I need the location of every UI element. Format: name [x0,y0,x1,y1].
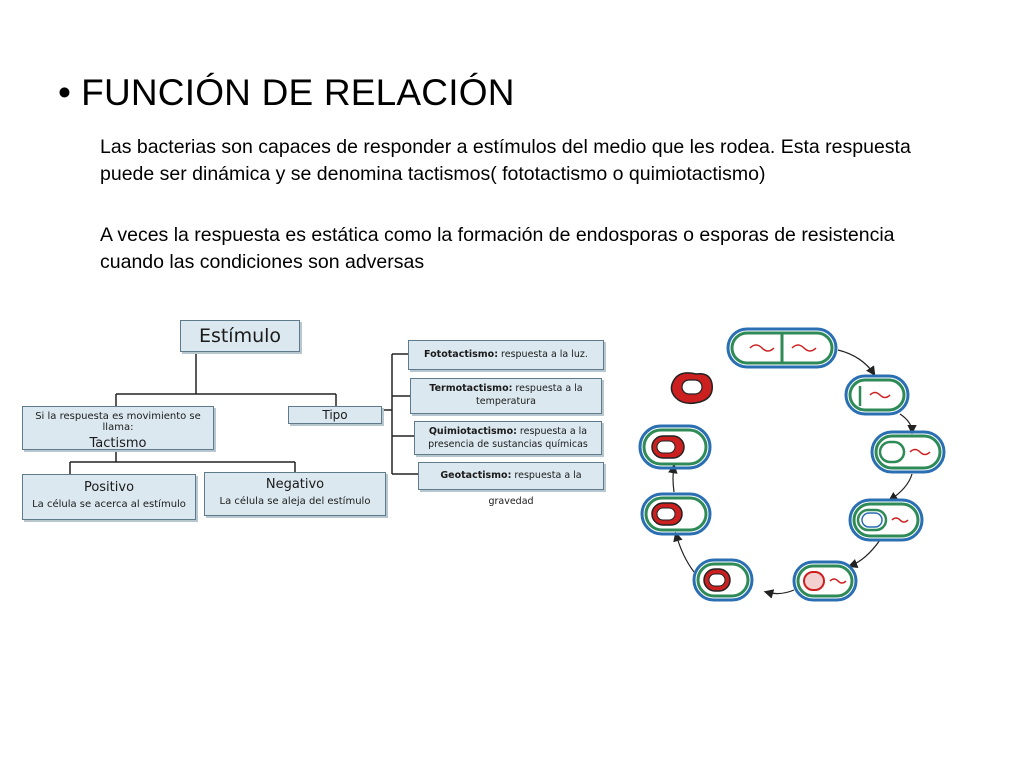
fototactismo-term: Fototactismo: [424,349,499,360]
cycle-arrow-6 [673,531,695,573]
geotactismo-term: Geotactismo: [440,470,512,481]
cell-stage-4 [848,498,924,542]
cycle-arrow-2 [899,413,917,435]
paragraph-endosporas: A veces la respuesta es estática como la… [100,224,895,273]
cell-stage-7 [640,492,712,536]
fototactismo-box: Fototactismo: respuesta a la luz. [408,340,604,370]
termotactismo-box: Termotactismo: respuesta a la temperatur… [410,378,602,414]
geotactismo-box: Geotactismo: respuesta a la gravedad [418,462,604,507]
quimiotactismo-box: Quimiotactismo: respuesta a la presencia… [414,421,602,455]
quimiotactismo-desc: respuesta a la presencia de sustancias q… [428,426,588,450]
quimiotactismo-term: Quimiotactismo: [428,426,517,437]
termotactismo-desc: respuesta a la temperatura [476,383,583,407]
slide-title: •FUNCIÓN DE RELACIÓN [58,72,515,114]
cycle-arrow-7 [668,463,678,493]
tipo-label: Tipo [322,408,348,422]
termotactismo-term: Termotactismo: [429,383,513,394]
tactismo-box: Si la respuesta es movimiento se llama: … [22,406,214,451]
paragraph-tactismos: Las bacterias son capaces de responder a… [100,136,911,185]
cycle-arrow-1 [837,349,876,376]
cell-stage-6 [692,558,754,602]
released-spore [670,372,713,405]
tipo-box: Tipo [288,406,382,424]
cycle-arrow-4 [847,539,881,568]
negativo-title: Negativo [265,477,325,492]
tactismo-label: Tactismo [89,436,147,451]
movement-question: Si la respuesta es movimiento se llama: [35,411,201,433]
stimulus-label: Estímulo [198,325,282,347]
positivo-title: Positivo [83,480,135,495]
fototactismo-desc: respuesta a la luz. [498,349,588,360]
title-text: FUNCIÓN DE RELACIÓN [81,72,515,113]
cell-dividing [726,327,838,369]
positivo-box: Positivo La célula se acerca al estímulo [22,474,196,520]
cycle-arrow-3 [888,473,913,502]
cell-stage-3 [870,430,946,474]
cell-stage-5 [792,560,858,602]
positivo-description: La célula se acerca al estímulo [32,499,186,510]
cell-stage-8 [638,424,712,470]
negativo-box: Negativo La célula se aleja del estímulo [204,472,386,516]
cell-stage-2 [844,374,910,416]
title-bullet: • [58,72,72,113]
stimulus-box: Estímulo [180,320,300,352]
cycle-arrow-5 [763,589,795,599]
negativo-description: La célula se aleja del estímulo [219,496,371,507]
geotactismo-desc: respuesta a la gravedad [488,470,582,507]
